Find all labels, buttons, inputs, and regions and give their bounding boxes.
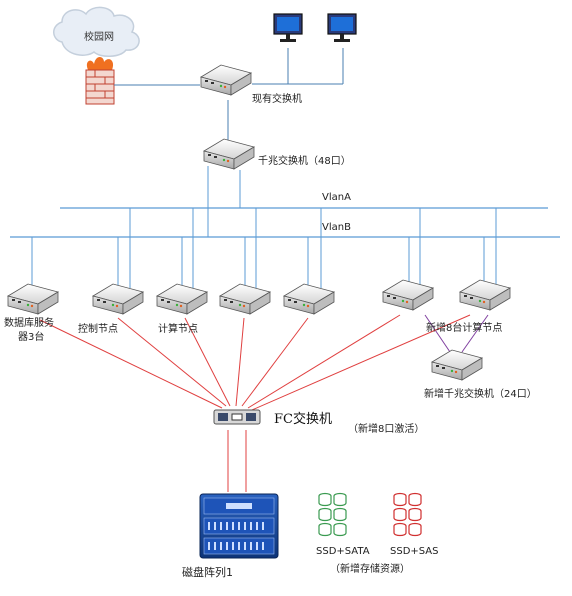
fc-ports-label: （新增8口激活） [348, 424, 425, 435]
compute-node-icon [219, 283, 271, 315]
fc-links [39, 314, 471, 492]
new-gigabit-switch-label: 新增千兆交换机（24口） [424, 389, 537, 400]
ssd-sata-storage-icon [318, 492, 347, 537]
campus-network-cloud-icon [53, 6, 140, 57]
pc-monitor-icon [273, 13, 303, 43]
existing-switch-label: 现有交换机 [252, 94, 302, 105]
new-switch-link [461, 314, 489, 353]
gigabit-switch-label: 千兆交换机（48口） [258, 156, 351, 167]
compute-node-icon [156, 283, 208, 315]
new-storage-label: （新增存储资源） [330, 564, 410, 575]
control-node-label: 控制节点 [78, 324, 118, 335]
fc-switch-icon [213, 409, 261, 425]
existing-switch-icon [200, 64, 252, 96]
gigabit-switch-icon [203, 138, 255, 170]
new-compute-node-icon [382, 279, 434, 311]
disk-array-icon [199, 493, 279, 559]
db-server-label-line1: 数据库服务 [4, 318, 54, 329]
vlan-drops [31, 208, 497, 292]
ssd-sata-label: SSD+SATA [316, 546, 370, 557]
ssd-sas-storage-icon [393, 492, 422, 537]
fc-switch-label: FC交换机 [274, 412, 332, 427]
control-node-icon [92, 283, 144, 315]
pc-monitor-icon [327, 13, 357, 43]
new-gigabit-switch-icon [431, 349, 483, 381]
db-server-label-line2: 器3台 [18, 332, 45, 343]
db-server-icon [7, 283, 59, 315]
disk-array-label: 磁盘阵列1 [182, 566, 233, 579]
new-compute-node-icon [459, 279, 511, 311]
ssd-sas-label: SSD+SAS [390, 546, 439, 557]
firewall-icon [85, 57, 115, 105]
new-switch-link [424, 314, 451, 353]
vlan-a-label: VlanA [322, 192, 351, 203]
new-compute-nodes-label: 新增8台计算节点 [426, 323, 503, 334]
compute-node-label: 计算节点 [158, 324, 198, 335]
campus-network-label: 校园网 [84, 32, 114, 43]
vlan-b-label: VlanB [322, 222, 351, 233]
compute-node-icon [283, 283, 335, 315]
